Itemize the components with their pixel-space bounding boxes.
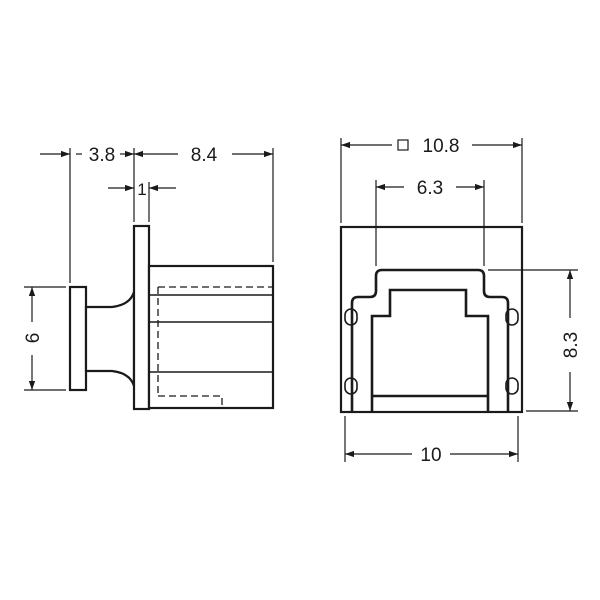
front-bump-right-top [505,308,519,326]
side-knob-cap [68,285,88,392]
square-symbol-icon [397,139,409,151]
dim-flange-thickness-label: 1 [137,180,146,199]
side-knob-neck [84,291,136,387]
front-bump-right-bottom [505,377,519,395]
dim-square-width-label: 10.8 [423,136,460,157]
dim-overall-depth-label: 3.8 [89,145,115,166]
dim-height-label: 8.3 [561,332,582,358]
dim-body-length-label: 8.4 [191,145,218,166]
dim-knob-height-label: 6 [23,333,44,344]
dim-base-width-label: 10 [420,445,441,466]
front-view: 10.8 6.3 8.3 10 [339,136,582,466]
side-hidden-outline [157,286,273,408]
side-view: 3.8 8.4 1 6 [23,145,275,411]
front-outer-frame [339,225,524,414]
front-jack-inner-profile [370,288,490,411]
side-body [147,264,275,410]
side-flange [132,224,151,411]
front-jack-outer-profile [350,268,510,411]
dim-opening-width-label: 6.3 [417,178,443,199]
